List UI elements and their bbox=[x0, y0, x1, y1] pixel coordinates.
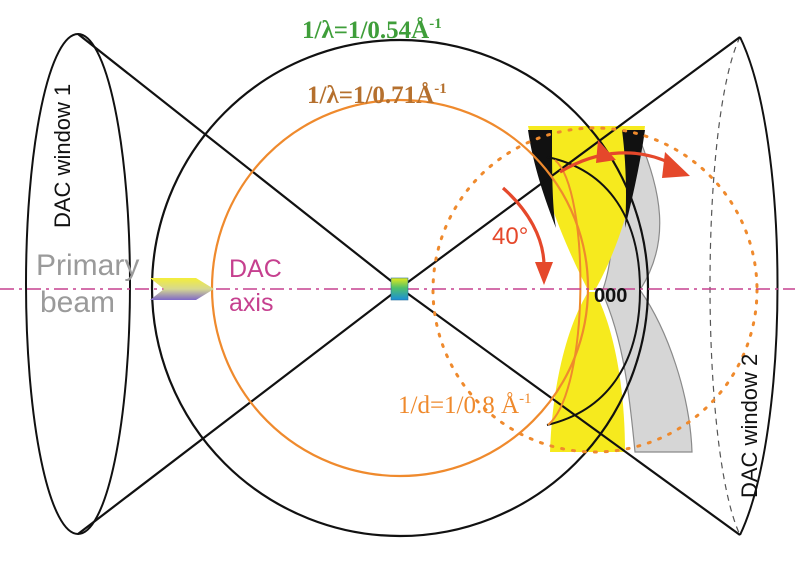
cone-line-right-bottom bbox=[399, 287, 741, 536]
rotation-arrow-40deg-head bbox=[535, 262, 553, 285]
dac-window-1-label: DAC window 1 bbox=[50, 84, 75, 228]
rotation-arrow-top bbox=[559, 151, 673, 174]
origin-label: 000 bbox=[594, 285, 627, 307]
dac-window-1-ellipse bbox=[25, 33, 131, 535]
rotation-arrow-top-head-mid bbox=[596, 140, 616, 163]
dac-axis-label-line1: DAC bbox=[229, 255, 282, 283]
primary-beam-arrow bbox=[150, 278, 214, 300]
diamond-anvil-lower bbox=[550, 292, 625, 452]
ewald-circle-054 bbox=[150, 38, 650, 538]
cone-line-left-bottom bbox=[77, 287, 401, 535]
orange-arc-right bbox=[547, 159, 582, 426]
lambda-large-label: 1/λ=1/0.54Å-1 bbox=[302, 16, 442, 44]
dac-window-2-ellipse-front bbox=[739, 36, 779, 536]
lambda-small-label: 1/λ=1/0.71Å-1 bbox=[307, 81, 447, 109]
rotation-arrow-top-head-right bbox=[662, 152, 690, 178]
primary-beam-label-line1: Primary bbox=[36, 249, 139, 282]
cone-line-right-top bbox=[399, 36, 741, 289]
resolution-circle-dotted bbox=[431, 126, 759, 454]
dac-axis-label-line2: axis bbox=[229, 289, 273, 317]
dac-window-2-label: DAC window 2 bbox=[737, 354, 762, 498]
ewald-arc-right bbox=[546, 156, 642, 426]
sample-cube bbox=[390, 277, 409, 301]
cone-line-left-top bbox=[77, 33, 401, 289]
d-spacing-label: 1/d=1/0.8 Å-1 bbox=[398, 391, 532, 419]
primary-beam-label-line2: beam bbox=[40, 286, 115, 319]
angle-label: 40° bbox=[492, 223, 528, 250]
dac-window-2-ellipse-back bbox=[709, 36, 741, 536]
rotation-arrow-40deg bbox=[501, 186, 546, 267]
anvil-seat-left bbox=[528, 130, 556, 228]
